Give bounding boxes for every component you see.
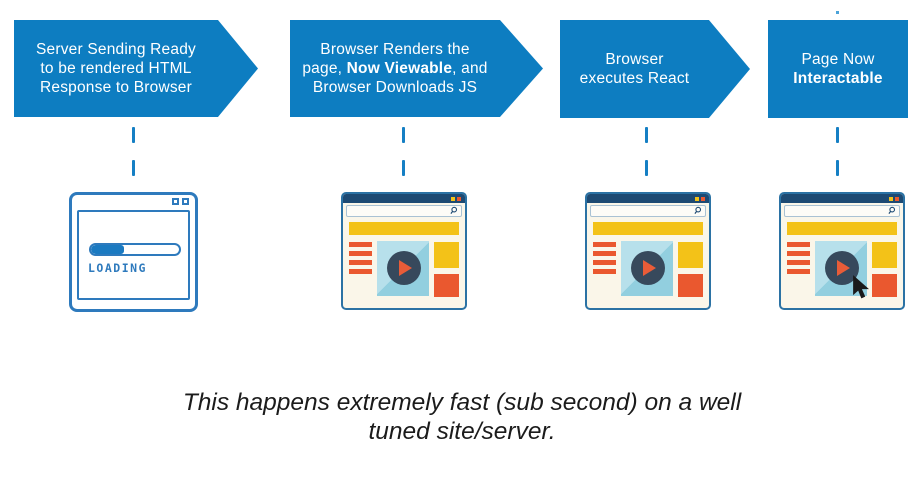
play-button [386, 251, 421, 285]
text-lines-block [593, 241, 616, 297]
connector-dash [645, 127, 648, 143]
text-line [593, 251, 616, 256]
browser-window-react [585, 192, 711, 310]
video-block [814, 241, 867, 296]
browser-titlebar [781, 194, 903, 203]
sketch-window-buttons [172, 198, 189, 205]
play-button [824, 251, 859, 285]
browser-page-content [343, 217, 465, 297]
address-bar [590, 205, 706, 217]
browser-searchbar-strip [781, 203, 903, 217]
browser-searchbar-strip [343, 203, 465, 217]
connector-dash [402, 160, 405, 176]
sidebar-blocks [434, 241, 459, 297]
connector-dash [132, 160, 135, 176]
banner-block [787, 222, 897, 235]
text-line [349, 260, 372, 265]
sidebar-blocks [678, 241, 703, 297]
window-button-orange-icon [701, 196, 705, 201]
play-icon [642, 260, 656, 276]
browser-searchbar-strip [587, 203, 709, 217]
browser-titlebar [343, 194, 465, 203]
cursor-icon [853, 275, 870, 299]
play-icon [398, 260, 412, 276]
text-line [787, 242, 810, 247]
connector-dash [402, 127, 405, 143]
orange-block [872, 274, 897, 297]
window-button-outline-icon [172, 198, 179, 205]
window-button-yellow-icon [451, 196, 455, 201]
search-icon [888, 206, 896, 214]
progress-bar-fill [91, 245, 125, 254]
window-button-outline-icon [182, 198, 189, 205]
progress-bar [89, 243, 181, 256]
connector-dash [836, 160, 839, 176]
yellow-block [872, 242, 897, 268]
sketch-content-frame: LOADING [77, 210, 190, 300]
text-line [593, 242, 616, 247]
connector-line-4 [836, 127, 839, 177]
text-line [787, 260, 810, 265]
play-button [630, 251, 665, 285]
caption-line-1: This happens extremely fast (sub second)… [182, 389, 742, 416]
yellow-block [434, 242, 459, 268]
orange-block [678, 274, 703, 297]
window-button-orange-icon [895, 196, 899, 201]
text-line [787, 269, 810, 274]
loading-label: LOADING [88, 261, 147, 275]
connector-dash [645, 160, 648, 176]
text-line [787, 251, 810, 256]
search-icon [694, 206, 702, 214]
play-icon [836, 260, 850, 276]
address-bar [784, 205, 900, 217]
browser-window-interactable [779, 192, 905, 310]
sidebar-blocks [872, 241, 897, 297]
text-line [349, 269, 372, 274]
search-icon [450, 206, 458, 214]
text-line [593, 269, 616, 274]
connector-dash [836, 127, 839, 143]
connector-line-3 [645, 127, 648, 177]
text-lines-block [787, 241, 810, 297]
caption: This happens extremely fast (sub second)… [0, 388, 924, 446]
banner-block [349, 222, 459, 235]
yellow-block [678, 242, 703, 268]
browser-titlebar [587, 194, 709, 203]
text-lines-block [349, 241, 372, 297]
loading-window-illustration: LOADING [69, 192, 198, 312]
caption-line-2: tuned site/server. [368, 418, 556, 445]
connector-line-2 [402, 127, 405, 177]
browser-window-rendered [341, 192, 467, 310]
browser-page-content [587, 217, 709, 297]
text-line [349, 242, 372, 247]
banner-block [593, 222, 703, 235]
address-bar [346, 205, 462, 217]
window-button-yellow-icon [889, 196, 893, 201]
stray-dot [836, 11, 839, 14]
connector-dash [132, 127, 135, 143]
orange-block [434, 274, 459, 297]
window-button-yellow-icon [695, 196, 699, 201]
text-line [349, 251, 372, 256]
text-line [593, 260, 616, 265]
browser-page-content [781, 217, 903, 297]
connector-line-1 [132, 127, 135, 177]
video-block [376, 241, 429, 296]
video-block [620, 241, 673, 296]
window-button-orange-icon [457, 196, 461, 201]
